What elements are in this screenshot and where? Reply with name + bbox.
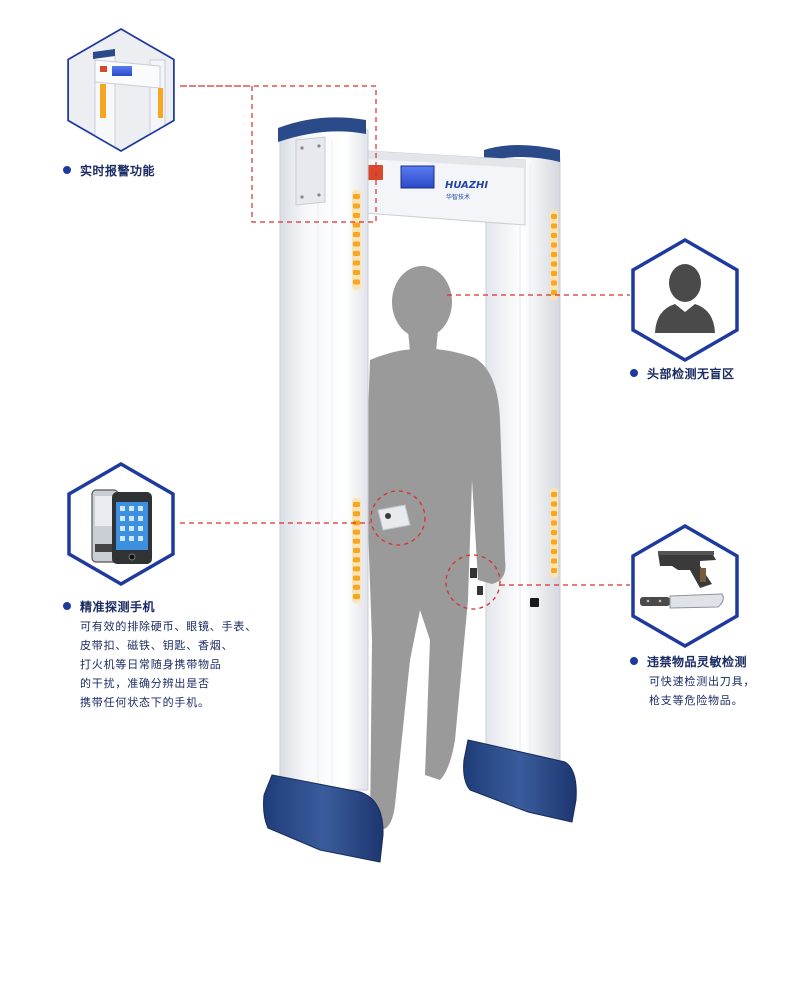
bullet-dot	[63, 166, 71, 174]
led-segment	[353, 251, 360, 256]
feature-phone-desc-line: 打火机等日常随身携带物品	[80, 658, 222, 671]
led-segment	[353, 538, 360, 544]
led-segment	[353, 548, 360, 553]
weapon-in-pocket	[470, 568, 483, 595]
led-segment	[551, 223, 557, 229]
feature-phone-title: 精准探测手机	[63, 598, 155, 615]
bullet-dot	[630, 369, 638, 377]
led-segment	[551, 511, 557, 516]
feature-phone-desc: 可有效的排除硬币、眼镜、手表、 皮带扣、磁铁、钥匙、香烟、 打火机等日常随身携带…	[80, 617, 257, 712]
feature-alarm-title-text: 实时报警功能	[80, 164, 156, 178]
person-head-icon	[655, 264, 715, 333]
phone-icon	[91, 489, 152, 564]
led-segment	[353, 279, 360, 285]
led-segment	[551, 492, 557, 497]
right-pillar	[484, 145, 561, 761]
app-tile	[129, 516, 134, 521]
phone-on-body	[377, 504, 411, 531]
led-segment	[551, 549, 557, 554]
led-segment	[551, 242, 557, 248]
display-screen	[400, 165, 435, 189]
led-segment	[551, 252, 557, 257]
feature-phone-desc-line: 的干扰，准确分辨出是否	[80, 677, 210, 690]
feature-contraband-desc-line: 枪支等危险物品。	[649, 694, 744, 707]
led-segment	[551, 261, 557, 267]
feature-phone-desc-line: 携带任何状态下的手机。	[80, 696, 210, 709]
led-segment	[551, 501, 557, 507]
feature-head-title: 头部检测无盲区	[630, 365, 735, 382]
leader-lines	[180, 85, 630, 586]
led-segment	[353, 260, 360, 266]
led-segment	[353, 575, 360, 581]
led-segment	[353, 557, 360, 563]
app-tile	[120, 516, 125, 521]
hex-badge-phone	[67, 461, 175, 587]
led-segment	[551, 233, 557, 238]
app-tile	[120, 526, 125, 531]
led-segment	[353, 222, 360, 228]
led-segment	[551, 520, 557, 526]
app-tile	[120, 536, 125, 541]
app-tile	[129, 536, 134, 541]
bullet-dot	[63, 602, 71, 610]
feature-phone-desc-line: 皮带扣、磁铁、钥匙、香烟、	[80, 639, 234, 652]
feature-phone-title-text: 精准探测手机	[80, 600, 156, 614]
led-segment	[551, 214, 557, 219]
app-tile	[138, 536, 143, 541]
led-segment	[353, 502, 360, 507]
app-tile	[129, 526, 134, 531]
feature-phone-desc-line: 可有效的排除硬币、眼镜、手表、	[80, 620, 257, 633]
led-segment	[353, 584, 360, 590]
led-segment	[551, 539, 557, 545]
person-silhouette	[366, 266, 506, 830]
led-segment	[353, 529, 360, 535]
led-segment	[551, 290, 557, 295]
led-segment	[353, 594, 360, 599]
leader-circles	[370, 490, 501, 610]
pistol-icon	[658, 551, 716, 588]
led-segment	[353, 232, 360, 237]
feature-contraband-desc-line: 可快速检测出刀具，	[649, 675, 756, 688]
hex-badge-alarm	[67, 27, 175, 153]
feature-alarm-title: 实时报警功能	[63, 162, 155, 179]
led-segment	[353, 511, 360, 517]
led-segment	[353, 566, 360, 572]
app-tile	[138, 506, 143, 511]
left-base	[263, 774, 384, 863]
top-crossbar: HUAZHI 华智技术	[349, 149, 526, 226]
hex-badge-head	[631, 237, 739, 363]
brand-logo: HUAZHI	[445, 180, 488, 191]
left-pillar	[278, 117, 369, 791]
right-base	[463, 739, 577, 823]
led-segment	[551, 530, 557, 535]
led-segment	[551, 280, 557, 286]
app-tile	[138, 526, 143, 531]
led-segment	[353, 213, 360, 218]
led-segment	[353, 270, 360, 275]
feature-contraband-title: 违禁物品灵敏检测	[630, 653, 747, 670]
feature-head-title-text: 头部检测无盲区	[647, 367, 735, 381]
app-tile	[129, 506, 134, 511]
brand-subtitle: 华智技术	[446, 193, 470, 201]
feature-contraband-desc: 可快速检测出刀具， 枪支等危险物品。	[649, 672, 755, 710]
led-segment	[353, 241, 360, 247]
control-panel-plate	[295, 136, 326, 206]
app-tile	[138, 516, 143, 521]
led-segment	[353, 203, 360, 209]
led-segment	[551, 558, 557, 564]
led-segment	[353, 194, 360, 199]
led-segment	[551, 568, 557, 573]
bullet-dot	[630, 657, 638, 665]
feature-contraband-title-text: 违禁物品灵敏检测	[647, 655, 748, 669]
knife-icon	[640, 593, 724, 609]
hex-badge-contraband	[631, 523, 739, 649]
alarm-led-panel	[365, 165, 383, 180]
led-segment	[353, 520, 360, 526]
led-segment	[551, 271, 557, 276]
app-tile	[120, 506, 125, 511]
